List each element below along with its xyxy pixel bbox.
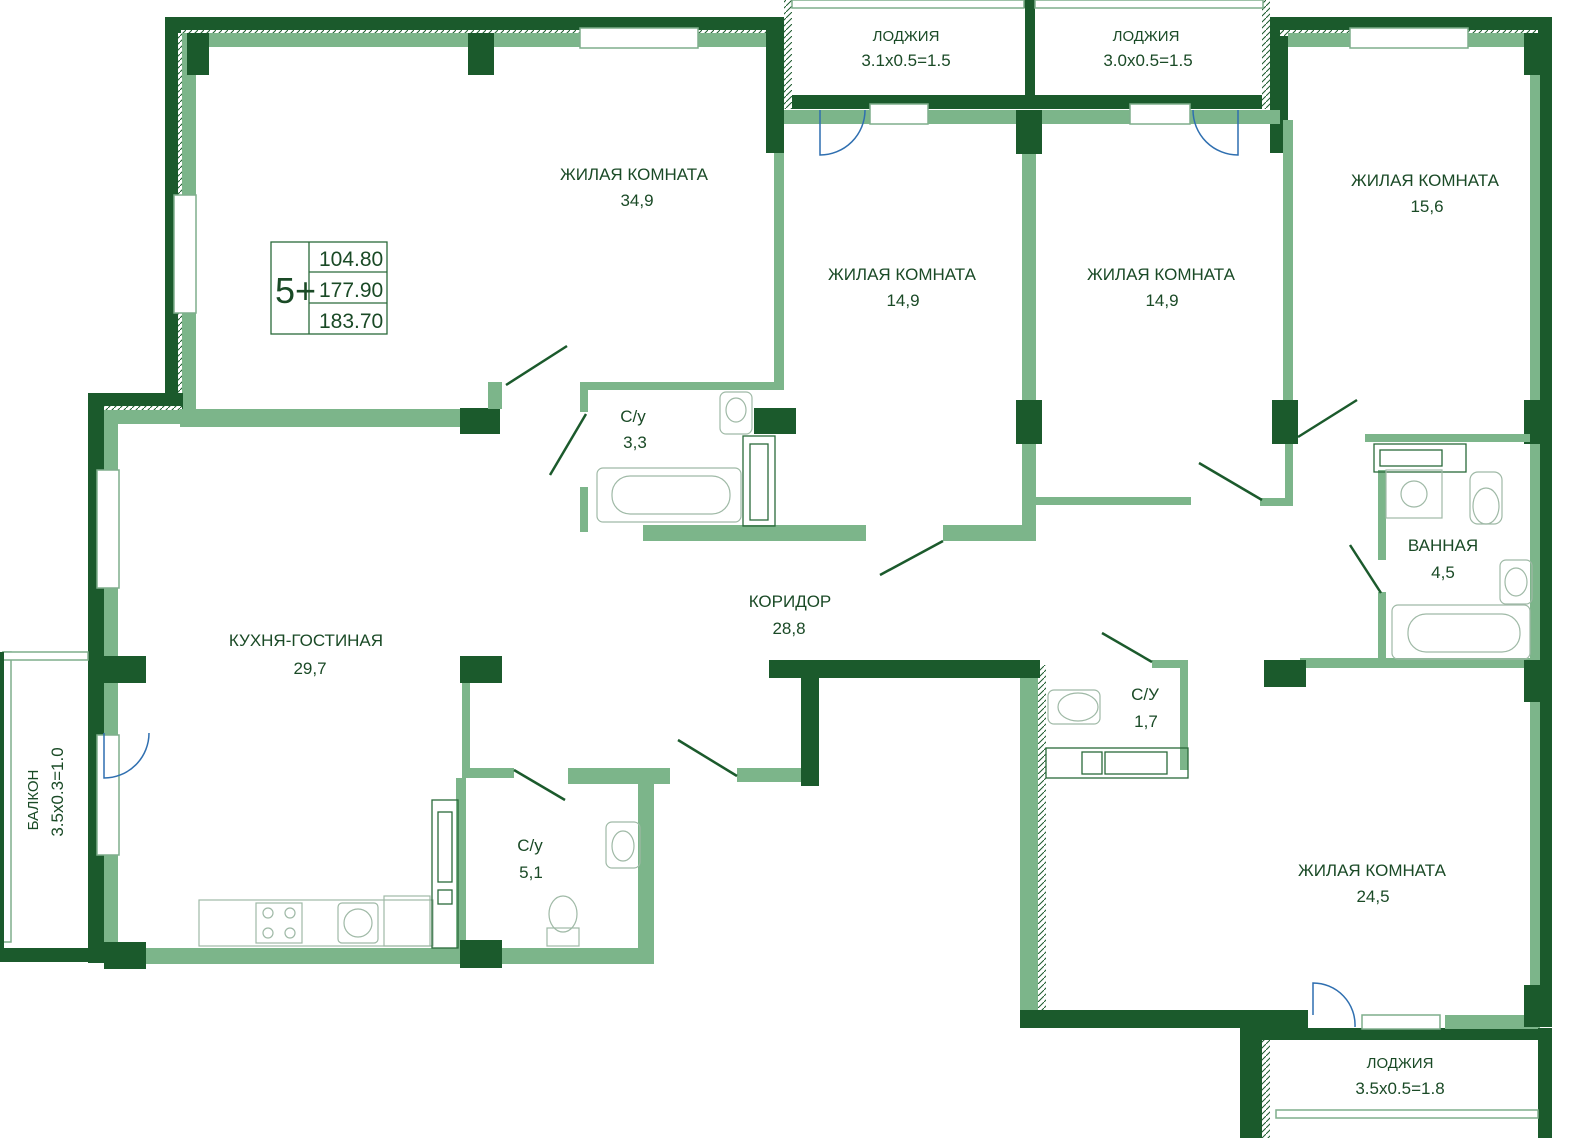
window (173, 194, 197, 314)
stove-icon (255, 902, 303, 944)
balcony (0, 651, 104, 962)
room-name-living-5: ЖИЛАЯ КОМНАТА (1298, 861, 1447, 880)
loggia-name-3: ЛОДЖИЯ (1367, 1055, 1434, 1072)
room-area-living-3: 14,9 (1145, 291, 1178, 310)
radiator-icon (1045, 747, 1189, 779)
bathtub-icon (1391, 604, 1531, 660)
room-area-living-4: 15,6 (1410, 197, 1443, 216)
window (869, 103, 929, 125)
room-name-wc-2: С/у (517, 836, 543, 855)
room-name-bath: ВАННАЯ (1408, 536, 1478, 555)
window (1275, 1109, 1539, 1119)
loggia-name-2: ЛОДЖИЯ (1113, 28, 1180, 45)
apartment-info-box: 5+ 104.80 177.90 183.70 (270, 241, 388, 335)
sink-icon (719, 391, 753, 435)
room-name-living-4: ЖИЛАЯ КОМНАТА (1351, 171, 1500, 190)
room-name-kitchen: КУХНЯ-ГОСТИНАЯ (229, 631, 383, 650)
window (96, 469, 120, 589)
radiator-icon (1373, 443, 1467, 473)
toilet-icon (546, 927, 580, 947)
toilet-icon (1047, 689, 1101, 725)
room-area-wc-2: 5,1 (519, 863, 543, 882)
loggia-name-1: ЛОДЖИЯ (873, 28, 940, 45)
window (579, 27, 699, 49)
balcony-name: БАЛКОН (25, 770, 42, 831)
window (1034, 0, 1264, 9)
room-name-corridor: КОРИДОР (749, 592, 832, 611)
area-living: 104.80 (319, 248, 383, 271)
fixtures (198, 391, 1533, 949)
kitchen-counter (198, 899, 434, 947)
room-labels: ЖИЛАЯ КОМНАТА 34,9 ЖИЛАЯ КОМНАТА 14,9 ЖИ… (25, 28, 1500, 1098)
bathtub-icon (596, 467, 742, 523)
radiator-icon (742, 435, 776, 527)
area-total-with-outdoor: 183.70 (319, 310, 383, 333)
room-name-wc-1: С/у (620, 407, 646, 426)
window (1129, 103, 1191, 125)
fridge-icon (383, 895, 431, 947)
wall-bottom-kitchen (104, 948, 654, 964)
room-name-living-3: ЖИЛАЯ КОМНАТА (1087, 265, 1236, 284)
room-name-living-1: ЖИЛАЯ КОМНАТА (560, 165, 709, 184)
exterior-walls (88, 0, 1552, 1138)
room-area-bath: 4,5 (1431, 563, 1455, 582)
doors (103, 109, 1383, 1028)
windows (2, 0, 1539, 1119)
window (1361, 1014, 1441, 1030)
room-area-wc-3: 1,7 (1134, 712, 1158, 731)
room-area-living-1: 34,9 (620, 191, 653, 210)
window (96, 734, 120, 856)
room-area-corridor: 28,8 (772, 619, 805, 638)
window (791, 0, 1025, 9)
loggia-size-1: 3.1x0.5=1.5 (861, 51, 950, 70)
window (1349, 27, 1469, 49)
room-area-wc-1: 3,3 (623, 433, 647, 452)
room-area-living-5: 24,5 (1356, 887, 1389, 906)
loggia-size-2: 3.0x0.5=1.5 (1103, 51, 1192, 70)
washing-machine-icon (1385, 469, 1443, 519)
interior-walls (104, 28, 1550, 1027)
room-area-living-2: 14,9 (886, 291, 919, 310)
kitchen-sink-icon (337, 902, 379, 944)
sink-icon (1499, 559, 1533, 605)
wall-right (1538, 17, 1552, 1027)
room-name-wc-3: С/У (1131, 685, 1159, 704)
room-name-living-2: ЖИЛАЯ КОМНАТА (828, 265, 977, 284)
sink-icon (605, 821, 641, 869)
room-area-kitchen: 29,7 (293, 659, 326, 678)
balcony-size: 3.5x0.3=1.0 (48, 747, 67, 836)
window (2, 651, 12, 943)
rooms-count: 5+ (275, 270, 316, 311)
area-total: 177.90 (319, 279, 383, 302)
loggia-size-3: 3.5x0.5=1.8 (1355, 1079, 1444, 1098)
radiator-icon (431, 799, 459, 949)
